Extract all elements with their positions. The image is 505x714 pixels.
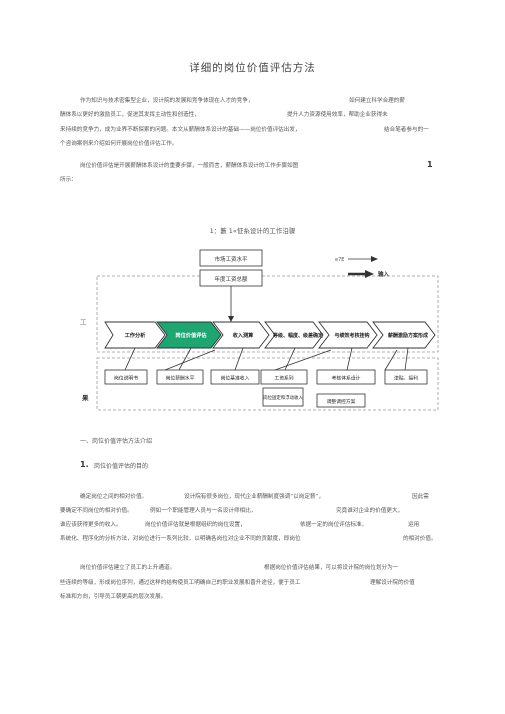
para-line: 究竟谁对企业的价值更大， [336, 508, 404, 514]
para-line: 岗位价值评估建立了员工的上升通道。 [80, 565, 176, 571]
para-line: 些连续的等级，形成岗位序列，通过这样的结构使员工明确自己的职业发展和晋升途径，便… [60, 580, 301, 586]
output-label: 津贴、福利 [394, 375, 418, 382]
step-chevron [212, 321, 270, 349]
output-box [262, 387, 304, 407]
para-line: 因此需 [412, 494, 429, 500]
para-line: 谁应该获得更多的收入。 [60, 522, 122, 528]
step-chevron [372, 321, 436, 349]
para-line: 确定岗位之间的相对价值。 [80, 494, 148, 500]
output-label: 岗位基准收入 [221, 375, 250, 382]
figure-ref: 1 [427, 160, 433, 169]
subsection-heading: 岗位价值评估的目的 [94, 463, 149, 470]
diagram-band [96, 357, 439, 411]
para-line: 系统化、程序化的分析方法，对岗位进行一系列比较，以明确各岗位对企业不同的贡献度，… [60, 536, 301, 542]
para-line: 岗位价值评估就是根据组织的岗位设置， [145, 522, 246, 528]
output-label: 工资系列 [274, 375, 293, 382]
section-heading: 一、岗位价值评估方法介绍 [80, 438, 153, 445]
output-box [260, 369, 308, 385]
intro-line: 个咨询案例来介绍如何开展岗位价值评估工作。 [60, 141, 178, 147]
step-label: 收入测算 [233, 331, 255, 339]
output-box [384, 369, 428, 385]
output-box [210, 369, 260, 385]
para-line: 所示： [60, 177, 77, 183]
output-label: 调整调控方案 [327, 398, 356, 405]
para-line: 根据岗位价值评估结果，可以将设计院的岗位划分为一 [264, 565, 399, 571]
flow-connectors [124, 347, 409, 371]
diagram-side-label: 工 [80, 318, 87, 326]
step-label: 岗位价值评估 [175, 331, 207, 339]
step-chevron [264, 321, 324, 349]
intro-line: 提升人力资源使用效率，帮助企业获得未 [287, 112, 388, 118]
step-chevron [104, 321, 166, 349]
annual-wage-label: 年度工资总额 [214, 275, 248, 283]
para-line: 岗位价值评估是开展薪酬体系设计的重要步骤，一般而言，薪酬体系设计的工作步骤如图 [80, 163, 299, 169]
workflow-diagram: 市场工资水平 年度工资总额 e7E 输入 工作分析 岗位价值评估 收入测算 等级… [96, 249, 439, 411]
output-box [316, 393, 366, 408]
diagram-band [96, 275, 439, 353]
page-title: 详细的岗位价值评估方法 [189, 62, 316, 74]
para-line: 依据一定的岗位评估标准， [300, 522, 368, 528]
legend-output-label: e7E [335, 257, 344, 263]
output-box [316, 369, 376, 385]
para-line: 理解设计院的价值 [370, 580, 415, 586]
step-chevron [318, 321, 378, 349]
intro-line: 来持续的竞争力，成为业界不断探索的问题。本文从薪酬体系设计的基础——岗位价值评估… [60, 127, 301, 133]
para-line: 例如一个职能管理人员与一名设计师相比， [150, 508, 257, 514]
para-line: 设计院有很多岗位，现代企业薪酬制度强调“以岗定薪”， [184, 494, 325, 500]
output-label: 考核体系设计 [332, 375, 361, 382]
legend-output-arrow [371, 256, 378, 262]
legend-input-label: 输入 [378, 270, 390, 278]
flow-connector-arrow [228, 316, 234, 322]
legend-input-arrow [365, 270, 374, 278]
output-box [156, 369, 204, 385]
para-line: 的相对价值。 [403, 536, 437, 542]
step-label: 与绩效考核挂钩 [334, 332, 369, 339]
intro-line: 作为知识与技术密集型企业，设计院的发展和竞争体现在人才的竞争， [80, 98, 254, 104]
para-line: 要确定不同岗位的相对价值。 [60, 508, 133, 514]
step-label: 工作分析 [125, 331, 147, 339]
output-label: 岗位薪酬水平 [166, 375, 195, 382]
step-label: 薪酬激励方案形成 [387, 332, 428, 339]
subsection-number: 1. [80, 460, 89, 469]
market-wage-label: 市场工资水平 [214, 255, 248, 263]
step-chevron-highlight [156, 321, 222, 349]
para-line: 标准和方向，引导员工朝更高的层次发展。 [60, 594, 167, 600]
figure-caption: 1：籔 1«怔糸设计的工作沿骤 [209, 227, 296, 235]
step-label: 等级、幅度、级差确定 [273, 332, 323, 339]
para-line: 运用 [408, 522, 420, 528]
market-wage-box [199, 249, 263, 267]
intro-line: 结合笔者参与的一 [384, 127, 429, 133]
intro-line: 如何建立科学合理的薪 [349, 98, 405, 104]
output-label: 岗位固定和浮动收入 [263, 394, 303, 401]
diagram-side-label: 果 [82, 394, 89, 402]
intro-line: 酬体系以更好的激励员工，促进其发挥主动性和创造性， [60, 112, 200, 118]
output-box [104, 369, 148, 385]
output-label: 岗位说明书 [114, 375, 138, 382]
